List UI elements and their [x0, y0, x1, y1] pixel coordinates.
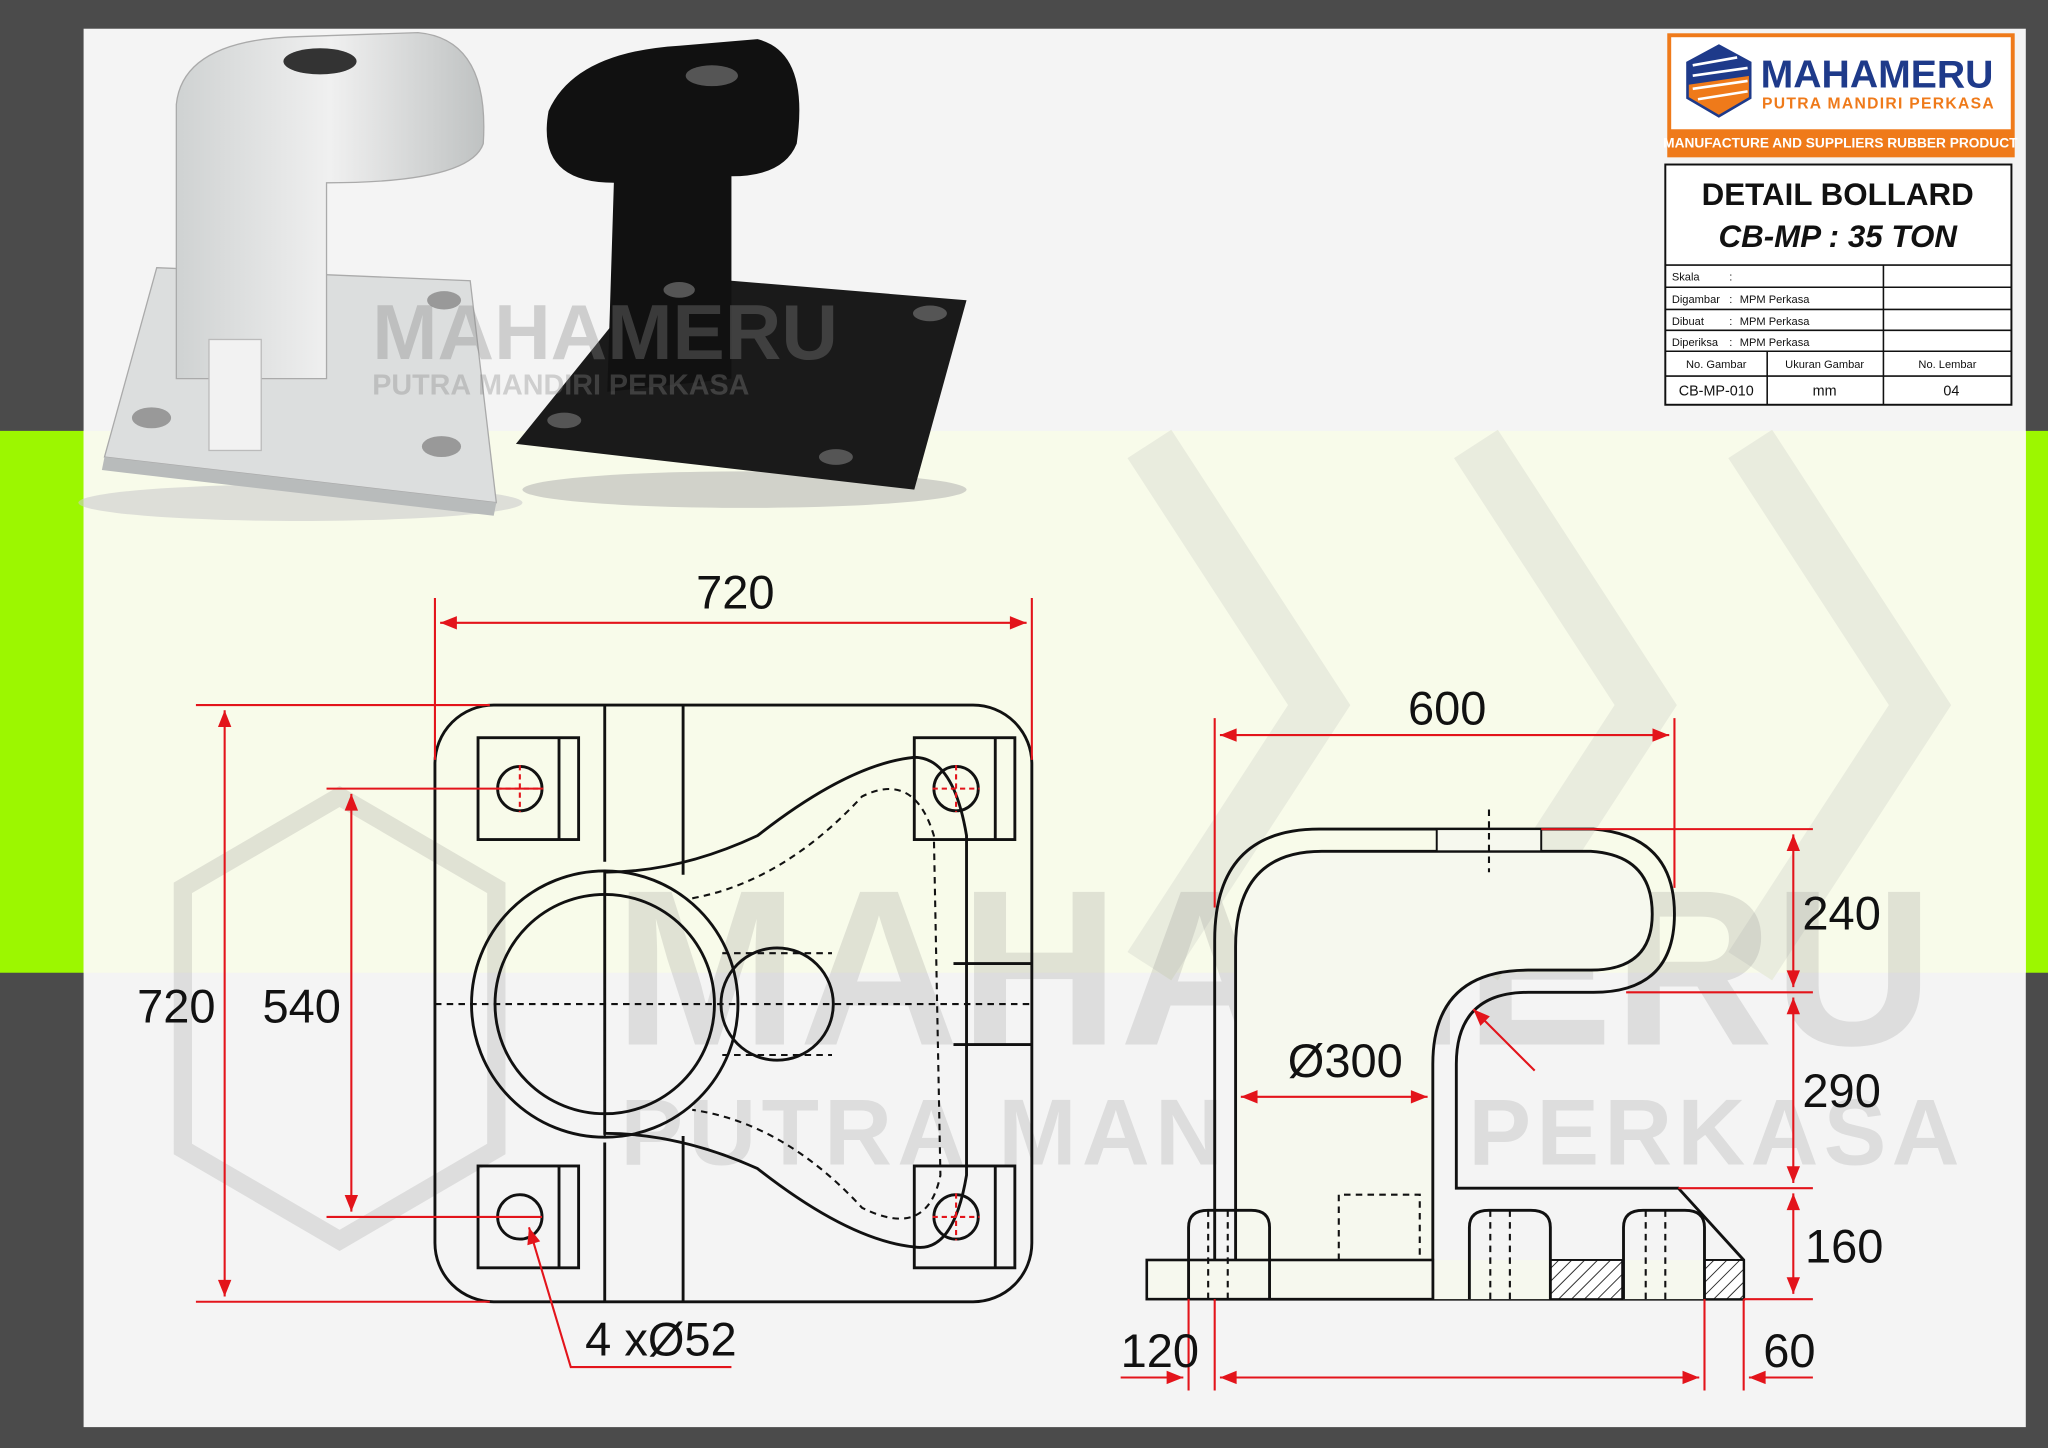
top-view-dimensions: [195, 598, 1033, 1369]
logo-brand: MAHAMERU: [1761, 53, 1994, 96]
row-value-digambar: MPM Perkasa: [1740, 294, 1811, 306]
row-value-diperiksa: MPM Perkasa: [1740, 337, 1811, 349]
dim-right-offset: 60: [1763, 1324, 1815, 1377]
dim-top-height: 720: [137, 979, 215, 1032]
dim-h-base: 160: [1805, 1220, 1883, 1273]
value-no-gambar: CB-MP-010: [1679, 384, 1754, 400]
dim-top-width: 720: [696, 565, 774, 618]
side-view-dimensions: [1120, 718, 1813, 1391]
drawing-model: CB-MP : 35 TON: [1718, 219, 1958, 254]
row-value-dibuat: MPM Perkasa: [1740, 316, 1811, 328]
row-colon: :: [1729, 337, 1732, 349]
row-label-skala: Skala: [1672, 272, 1701, 284]
logo-subtitle: PUTRA MANDIRI PERKASA: [1762, 95, 1995, 112]
title-block: DETAIL BOLLARD CB-MP : 35 TON Skala : Di…: [1664, 163, 2013, 406]
dim-side-length: 600: [1408, 682, 1486, 735]
company-logo: MAHAMERU PUTRA MANDIRI PERKASA MANUFACTU…: [1663, 33, 2018, 158]
drawing-title: DETAIL BOLLARD: [1702, 177, 1974, 212]
photo-black-bollard: [515, 39, 967, 508]
dim-left-offset: 120: [1121, 1324, 1199, 1377]
paper-tint: [83, 430, 2026, 973]
header-ukuran-gambar: Ukuran Gambar: [1785, 359, 1864, 371]
value-no-lembar: 04: [1943, 384, 1959, 400]
photo-watermark-subtitle: PUTRA MANDIRI PERKASA: [372, 369, 749, 401]
dim-diameter: Ø300: [1288, 1034, 1403, 1087]
dim-bolt-spacing: 540: [262, 979, 340, 1032]
side-view: 600 Ø300 240 290 160 120 60: [1120, 682, 1883, 1391]
row-colon: :: [1729, 316, 1732, 328]
row-colon: :: [1729, 272, 1732, 284]
header-no-gambar: No. Gambar: [1686, 359, 1747, 371]
row-label-diperiksa: Diperiksa: [1672, 337, 1719, 349]
logo-tagline: MANUFACTURE AND SUPPLIERS RUBBER PRODUCT: [1663, 136, 2018, 151]
row-label-dibuat: Dibuat: [1672, 316, 1704, 328]
photo-watermark-brand: MAHAMERU: [372, 288, 838, 376]
dim-h-top: 240: [1802, 887, 1880, 940]
row-label-digambar: Digambar: [1672, 294, 1720, 306]
dim-holes: 4 xØ52: [585, 1312, 737, 1365]
dim-h-mid: 290: [1802, 1064, 1880, 1117]
photo-watermark: MAHAMERU PUTRA MANDIRI PERKASA: [372, 288, 838, 401]
photo-gray-bollard: [78, 31, 523, 521]
value-ukuran-gambar: mm: [1813, 384, 1837, 400]
top-view: 720 720 540 4 xØ52: [137, 565, 1034, 1369]
header-no-lembar: No. Lembar: [1918, 359, 1976, 371]
row-colon: :: [1729, 294, 1732, 306]
